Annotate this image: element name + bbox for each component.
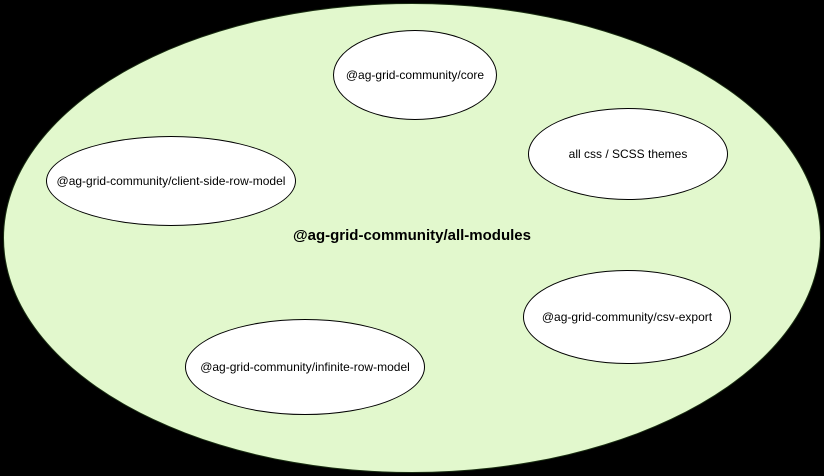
node-client-side-row-model-label: @ag-grid-community/client-side-row-model [56, 174, 286, 188]
node-client-side-row-model: @ag-grid-community/client-side-row-model [46, 136, 296, 226]
node-infinite-row-model-label: @ag-grid-community/infinite-row-model [200, 360, 410, 374]
node-core-label: @ag-grid-community/core [345, 68, 485, 82]
node-csv-export: @ag-grid-community/csv-export [523, 270, 731, 364]
node-css-scss-themes: all css / SCSS themes [528, 108, 728, 200]
all-modules-title: @ag-grid-community/all-modules [293, 227, 531, 244]
node-css-scss-themes-label: all css / SCSS themes [568, 147, 688, 161]
node-csv-export-label: @ag-grid-community/csv-export [541, 310, 713, 324]
node-infinite-row-model: @ag-grid-community/infinite-row-model [185, 319, 425, 415]
node-core: @ag-grid-community/core [333, 30, 497, 120]
